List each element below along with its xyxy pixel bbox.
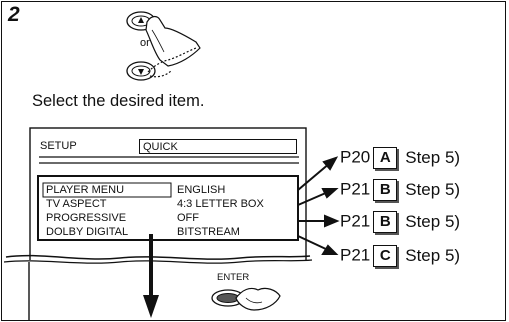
menu-row-value: ENGLISH	[177, 184, 226, 196]
menu-row-value: OFF	[177, 212, 199, 224]
reference-step: Step 5)	[405, 245, 461, 265]
reference-letter: B	[373, 178, 398, 201]
reference-step: Step 5)	[405, 211, 461, 231]
reference-page: P21	[340, 245, 371, 265]
up-button-hand-icon	[126, 11, 201, 67]
reference-letter: B	[373, 210, 398, 233]
enter-label: ENTER	[217, 272, 250, 283]
reference-arrows	[297, 156, 340, 255]
reference-letter: A	[373, 146, 398, 169]
menu-row-label: PROGRESSIVE	[46, 212, 127, 224]
reference-step: Step 5)	[405, 179, 461, 199]
menu-row-label: PLAYER MENU	[46, 184, 125, 196]
or-label: or	[140, 37, 150, 49]
down-button-hand-icon	[126, 47, 197, 81]
reference-page: P21	[340, 211, 371, 231]
step-number: 2	[8, 3, 20, 26]
menu-row-value: BITSTREAM	[177, 226, 240, 238]
menu-row-label: TV ASPECT	[46, 198, 107, 210]
reference-step: Step 5)	[405, 147, 461, 167]
screen-title: SETUP	[40, 140, 77, 152]
menu-row-label: DOLBY DIGITAL	[46, 226, 129, 238]
instruction-text: Select the desired item.	[32, 92, 205, 110]
down-arrow-icon	[143, 234, 159, 318]
reference-page: P20	[340, 147, 371, 167]
setup-screen	[2, 127, 322, 320]
screen-title-value: QUICK	[139, 139, 297, 154]
reference-letter: C	[373, 244, 398, 267]
menu-row-value: 4:3 LETTER BOX	[177, 198, 264, 210]
reference-page: P21	[340, 179, 371, 199]
enter-button-hand-icon	[211, 287, 281, 311]
